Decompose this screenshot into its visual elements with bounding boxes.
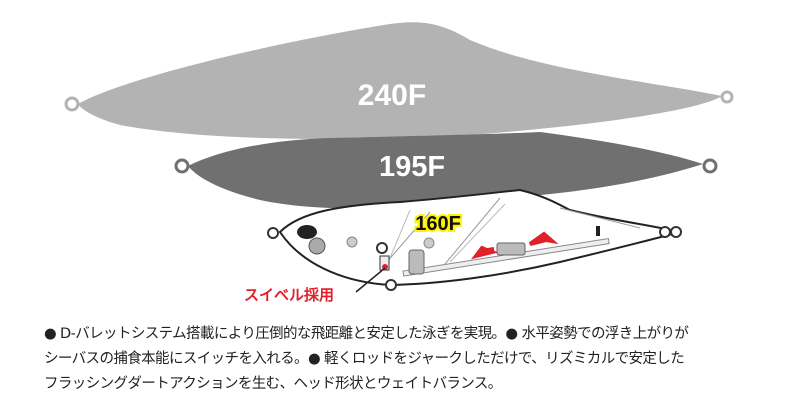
description-line: フラッシングダートアクションを生む、ヘッド形状とウェイトバランス。	[44, 376, 502, 392]
lure-195f: 195F	[174, 132, 718, 209]
lure-240f: 240F	[64, 22, 734, 139]
feature-description: ● D-バレットシステム搭載により圧倒的な飛距離と安定した泳ぎを実現。● 水平姿…	[44, 322, 784, 397]
description-line: シーバスの捕食本能にスイッチを入れる。● 軽くロッドをジャークしただけで、リズミ…	[44, 351, 685, 367]
left-arrow-icon	[471, 245, 499, 260]
description-line: ● D-バレットシステム搭載により圧倒的な飛距離と安定した泳ぎを実現。● 水平姿…	[44, 326, 689, 342]
label-195f: 195F	[379, 151, 445, 183]
label-160f: 160F	[415, 213, 461, 235]
swivel-callout-label: スイベル採用	[244, 286, 334, 304]
right-arrow-icon	[528, 231, 559, 246]
lure-160f: 160F	[267, 188, 682, 291]
label-240f: 240F	[358, 79, 426, 112]
lure-195f-body	[188, 132, 703, 209]
lure-240f-body	[78, 22, 722, 139]
callout-leader-line	[355, 267, 386, 293]
